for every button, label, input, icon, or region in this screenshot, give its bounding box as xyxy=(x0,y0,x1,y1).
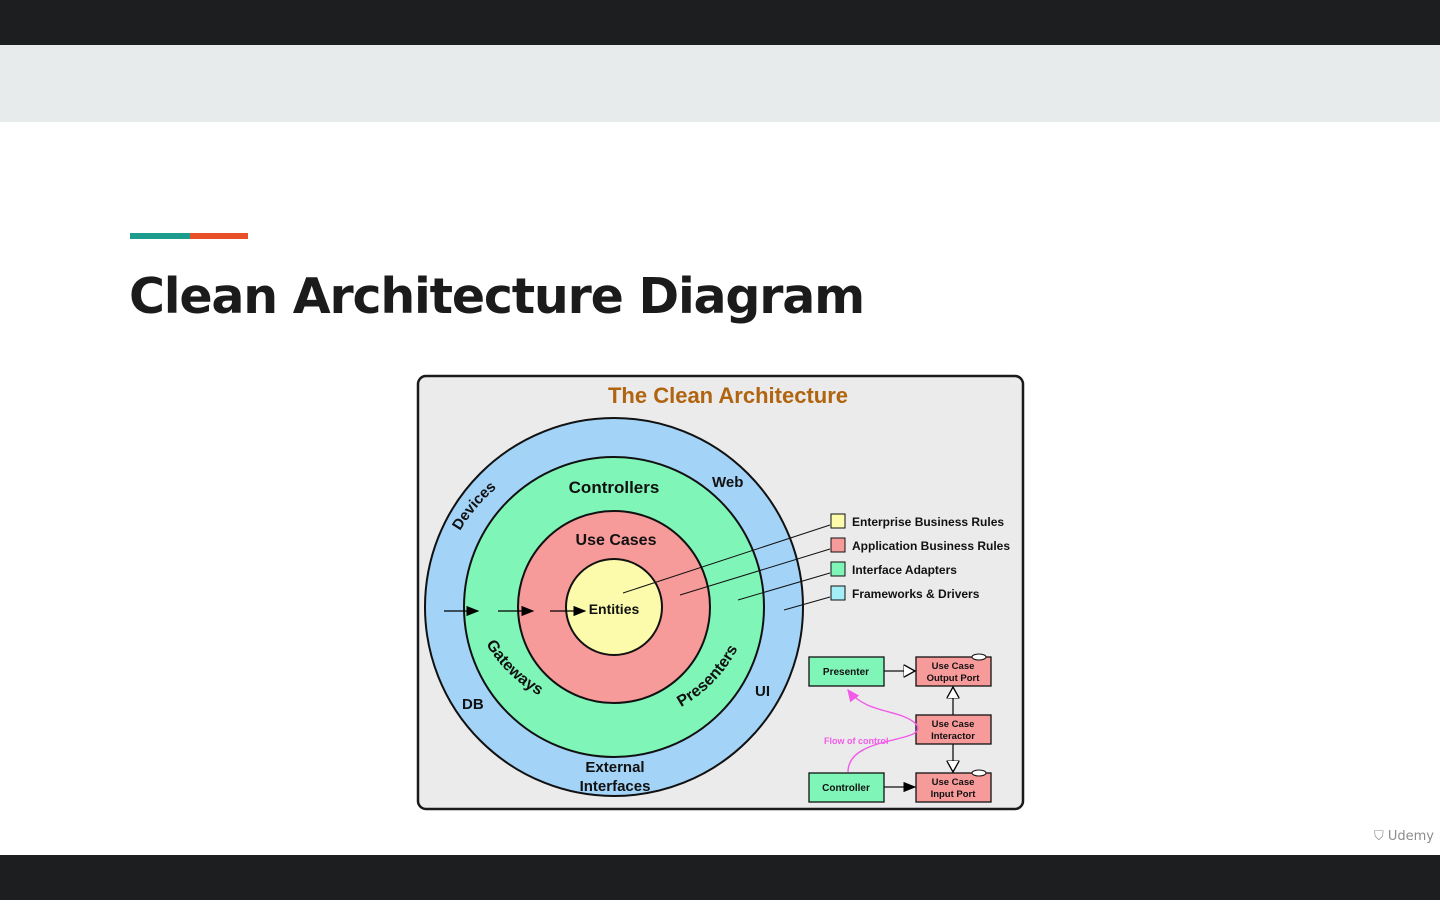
video-bottom-bar xyxy=(0,855,1440,900)
output-port-box xyxy=(915,656,992,687)
web-label: Web xyxy=(712,474,743,491)
legend-swatch-frameworks xyxy=(830,585,846,601)
legend-swatch-adapters xyxy=(830,561,846,577)
flow-diagram: Presenter Controller Use Case Output Por… xyxy=(808,653,992,803)
legend-label-enterprise: Enterprise Business Rules xyxy=(852,515,1004,529)
output-port-interface-marker xyxy=(971,653,987,661)
flow-of-control-curve xyxy=(847,688,919,773)
legend-leader-adapters xyxy=(737,572,831,601)
input-port-line2: Input Port xyxy=(931,789,977,800)
slide-title: Clean Architecture Diagram xyxy=(129,268,865,325)
external-label: External xyxy=(585,759,644,776)
clean-architecture-diagram: The Clean Architecture Devices Web UI DB… xyxy=(416,374,1025,811)
legend-swatch-enterprise xyxy=(830,513,846,529)
db-label: DB xyxy=(462,696,484,713)
output-port-line2: Output Port xyxy=(927,673,981,684)
legend-swatch-application xyxy=(830,537,846,553)
legend-leader-entities xyxy=(622,524,831,594)
controller-box-label: Controller xyxy=(822,783,870,794)
diagram-heading: The Clean Architecture xyxy=(608,383,848,408)
input-port-box xyxy=(915,772,992,803)
accent-orange xyxy=(190,233,248,239)
presenter-box xyxy=(808,656,885,687)
slide: Clean Architecture Diagram The Clean Arc… xyxy=(0,122,1440,855)
legend: Enterprise Business Rules Application Bu… xyxy=(830,513,1010,601)
controller-box xyxy=(808,772,885,803)
entities-label: Entities xyxy=(589,601,640,617)
accent-teal xyxy=(130,233,190,239)
output-port-line1: Use Case xyxy=(932,661,975,672)
legend-leader-frameworks xyxy=(783,596,831,611)
interactor-line1: Use Case xyxy=(932,719,975,730)
ui-label: UI xyxy=(755,683,770,700)
legend-leader-usecases xyxy=(679,548,831,596)
udemy-watermark-text: Udemy xyxy=(1387,829,1434,844)
udemy-watermark: ⛉ Udemy xyxy=(1374,829,1434,844)
interactor-box xyxy=(915,714,992,745)
flow-of-control-label: Flow of control xyxy=(824,736,889,746)
slide-header-band xyxy=(0,45,1440,122)
udemy-logo-icon: ⛉ xyxy=(1373,829,1384,844)
presenter-box-label: Presenter xyxy=(823,667,869,678)
video-top-bar xyxy=(0,0,1440,45)
input-port-interface-marker xyxy=(971,769,987,777)
input-port-line1: Use Case xyxy=(932,777,975,788)
controllers-label: Controllers xyxy=(569,478,660,497)
interfaces-label: Interfaces xyxy=(580,778,651,795)
interactor-line2: Interactor xyxy=(931,731,975,742)
legend-label-frameworks: Frameworks & Drivers xyxy=(852,587,980,601)
use-cases-label: Use Cases xyxy=(576,532,657,549)
legend-label-adapters: Interface Adapters xyxy=(852,563,957,577)
entities-circle xyxy=(565,558,663,656)
legend-label-application: Application Business Rules xyxy=(852,539,1010,553)
